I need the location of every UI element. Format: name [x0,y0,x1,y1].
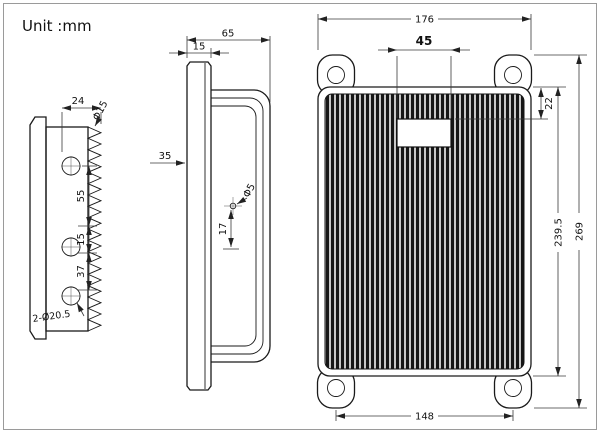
dim-chain: 55 15 37 [76,165,97,291]
cover-inner-2 [211,105,257,347]
dim-width-total-label: 176 [415,15,434,26]
dim-top-offset-label: 22 [544,97,555,110]
dim-239-5: 239.5 [533,86,566,377]
drawing-border [3,3,597,430]
dim-65: 65 [186,29,271,102]
dim-span-a-label: 55 [76,190,87,203]
mount-hole-top-left [327,66,345,84]
dim-269: 269 [534,54,587,409]
mount-hole-bottom-right [504,379,522,397]
unit-label: Unit :mm [22,17,92,35]
fin-profile [86,126,103,332]
flange-outline [186,61,212,391]
dim-depth-label: 65 [222,29,235,40]
mounting-plate-outline [29,116,47,340]
holes-note-label: 2-Ø20.5 [32,309,71,325]
dim-hole-spacing-label: 148 [415,412,434,423]
dim-flange-label: 15 [193,42,206,53]
dim-offset-label: 35 [159,151,172,162]
dim-span-b-label: 15 [76,233,87,246]
dim-fin-dia: Φ15 [91,99,110,127]
front-view: 176 45 22 239.5 269 [316,14,587,423]
hole-middle [61,237,81,257]
dim-window-width-label: 45 [416,34,433,48]
dim-22: 22 [455,88,555,120]
dim-holes-note: 2-Ø20.5 [32,302,85,325]
small-hole [224,197,242,215]
dim-span-c-label: 37 [76,265,87,278]
dim-body-height-label: 239.5 [554,218,565,247]
dim-24: 24 [61,96,102,152]
cover-inner-1 [211,97,264,355]
dim-176: 176 [317,14,532,50]
hole-dia-label: Φ5 [242,182,258,200]
dim-width-label: 24 [72,96,85,107]
dim-35: 35 [150,151,185,166]
dim-overall-height-label: 269 [575,222,586,241]
label-window [396,118,452,148]
hole-top [61,156,81,176]
hole-bottom [61,286,81,306]
fin-dia-label: Φ15 [91,99,110,122]
mount-hole-bottom-left [327,379,345,397]
dim-hole-offset-label: 17 [218,223,229,236]
side-profile-view: 24 Φ15 55 15 37 2-Ø20.5 [29,96,110,340]
fin-area [324,93,525,370]
mount-hole-top-right [504,66,522,84]
dim-148: 148 [335,410,514,423]
dim-15: 15 [169,42,229,58]
dim-17: 17 [218,210,239,250]
edge-profile-view: 65 15 35 Φ5 17 [150,29,271,391]
dim-hole-dia: Φ5 [236,182,258,205]
cover-outline [211,89,271,363]
dim-45: 45 [378,34,470,118]
